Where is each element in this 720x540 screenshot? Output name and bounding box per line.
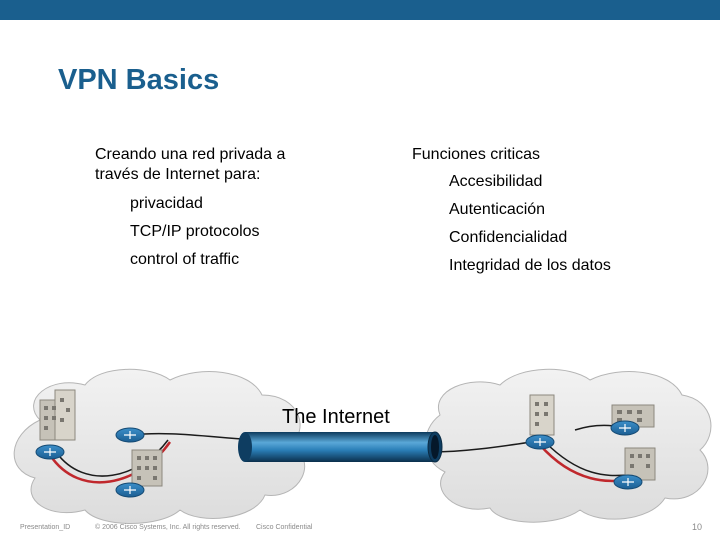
router-icon-right-3	[614, 475, 642, 489]
router-icon-right-2	[611, 421, 639, 435]
slide-footer: Presentation_ID © 2006 Cisco Systems, In…	[0, 524, 720, 538]
right-item-integridad: Integridad de los datos	[449, 257, 611, 275]
right-item-autenticacion: Autenticación	[449, 201, 545, 219]
left-column-heading: Creando una red privada a través de Inte…	[95, 145, 285, 185]
right-column-heading: Funciones criticas	[412, 145, 540, 165]
router-icon-left-3	[116, 483, 144, 497]
router-icon-left-1	[36, 445, 64, 459]
footer-confidential: Cisco Confidential	[256, 524, 312, 531]
footer-page-number: 10	[692, 522, 702, 532]
left-heading-line-1: Creando una red privada a	[95, 145, 285, 165]
router-icon-left-2	[116, 428, 144, 442]
building-icon-right-1	[530, 395, 554, 435]
left-item-traffic: control of traffic	[130, 251, 239, 269]
right-cloud-icon	[426, 369, 711, 522]
footer-presentation-id: Presentation_ID	[20, 524, 70, 531]
top-banner	[0, 0, 720, 20]
footer-copyright: © 2006 Cisco Systems, Inc. All rights re…	[95, 524, 241, 531]
router-icon-right-1	[526, 435, 554, 449]
right-item-confidencialidad: Confidencialidad	[449, 229, 567, 247]
left-item-tcpip: TCP/IP protocolos	[130, 223, 260, 241]
vpn-network-diagram	[0, 360, 720, 530]
left-heading-line-2: través de Internet para:	[95, 165, 285, 185]
left-item-privacidad: privacidad	[130, 195, 203, 213]
internet-label: The Internet	[282, 406, 390, 429]
building-icon-left-2	[132, 450, 162, 486]
right-item-accesibilidad: Accesibilidad	[449, 173, 542, 191]
internet-tunnel-pipe	[238, 432, 442, 462]
slide-title: VPN Basics	[58, 64, 219, 97]
